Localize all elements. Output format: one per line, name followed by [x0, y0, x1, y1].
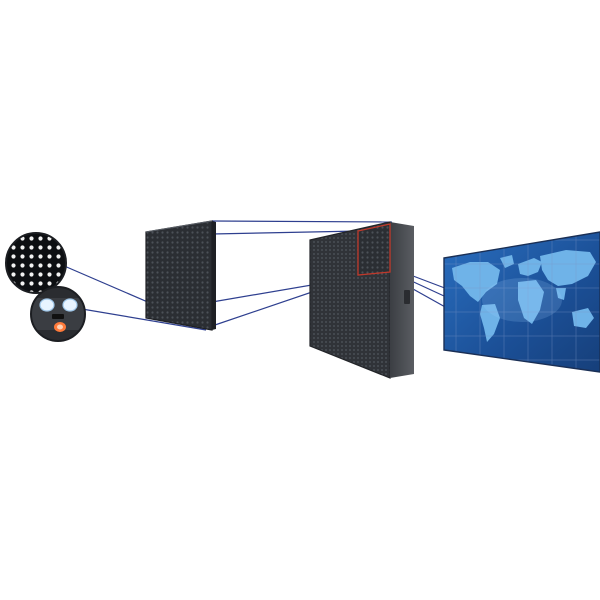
connector-module-top-to-cabinet	[211, 220, 393, 223]
led-dots-zoom-circle	[5, 232, 67, 294]
world-map	[444, 232, 600, 372]
led-cabinet	[309, 221, 414, 379]
highlighted-module	[357, 223, 391, 276]
connector-module-top2-to-cabinet	[211, 230, 361, 235]
connector-zoom2-to-module	[81, 308, 207, 331]
video-wall	[443, 231, 600, 373]
cabinet-handle	[404, 290, 410, 304]
led-module-panel	[145, 220, 216, 331]
smd-pixel-zoom-circle	[30, 286, 86, 342]
